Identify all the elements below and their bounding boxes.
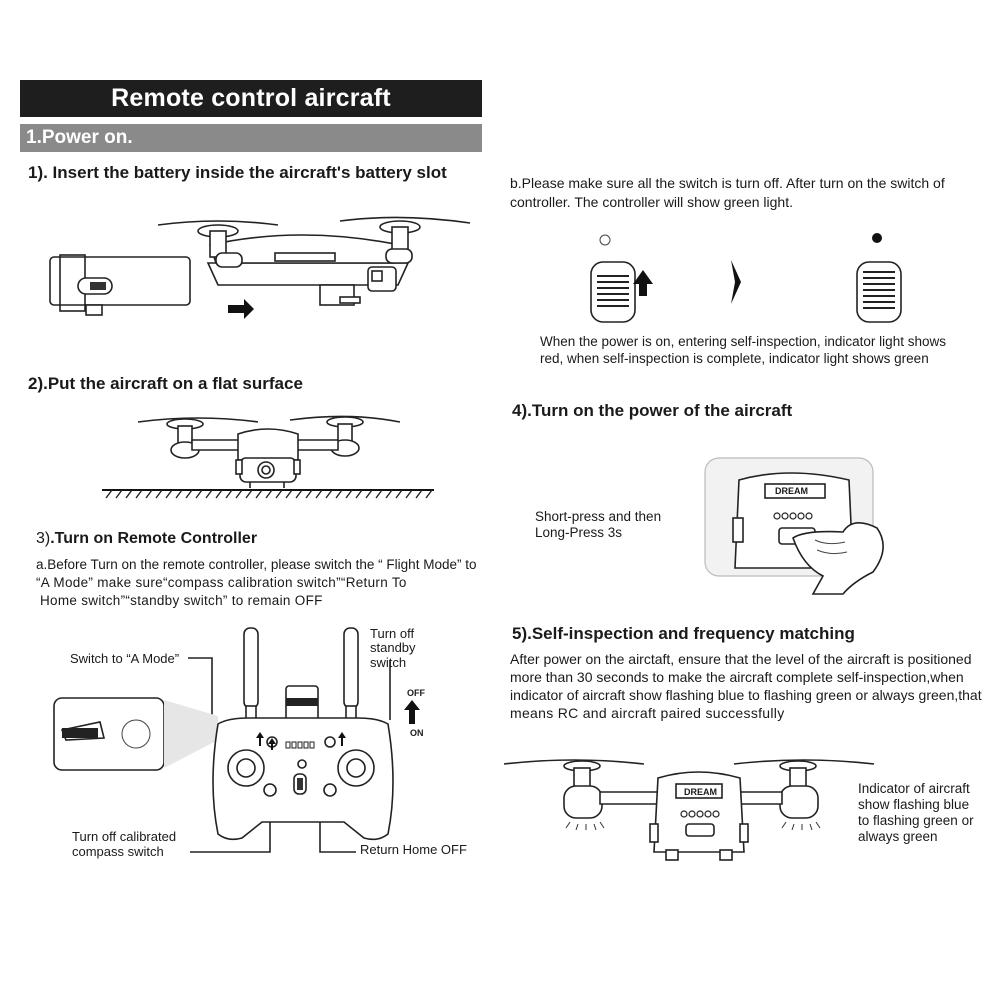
label-on: ON bbox=[410, 728, 424, 738]
indicator-label-line4: always green bbox=[858, 829, 938, 844]
step5-line4: means RC and aircraft paired successfull… bbox=[510, 705, 785, 721]
label-standby-line3: switch bbox=[370, 655, 407, 670]
label-off: OFF bbox=[407, 688, 425, 698]
page-title: Remote control aircraft bbox=[20, 80, 482, 117]
step5-line2: more than 30 seconds to make the aircraf… bbox=[510, 669, 964, 685]
indicator-label-line2: show flashing blue bbox=[858, 797, 970, 812]
controller-switch-illustration bbox=[590, 233, 902, 323]
step2-heading: 2).Put the aircraft on a flat surface bbox=[28, 374, 303, 393]
step4-heading: 4).Turn on the power of the aircraft bbox=[512, 401, 793, 420]
aircraft-indicator-illustration bbox=[503, 759, 875, 861]
step3-para-line1: a.Before Turn on the remote controller, … bbox=[36, 557, 477, 572]
aircraft-brand-label: DREAM bbox=[775, 486, 808, 496]
label-standby-line2: standby bbox=[370, 640, 416, 655]
section-title: 1.Power on. bbox=[20, 124, 482, 152]
flat-surface-illustration bbox=[102, 415, 434, 499]
step4-instruction-line1: Short-press and then bbox=[535, 509, 662, 524]
step-b-line1: b.Please make sure all the switch is tur… bbox=[510, 175, 945, 191]
label-a-mode: Switch to “A Mode” bbox=[70, 651, 180, 666]
step5-line3: indicator of aircraft show flashing blue… bbox=[510, 687, 982, 703]
step4-instruction-line2: Long-Press 3s bbox=[535, 525, 623, 540]
step-b-note-line1: When the power is on, entering self-insp… bbox=[540, 334, 946, 349]
step3-para-line2: “A Mode” make sure“compass calibration s… bbox=[36, 575, 407, 590]
indicator-label-line3: to flashing green or bbox=[858, 813, 974, 828]
step3-para-line3: Home switch”“standby switch” to remain O… bbox=[40, 593, 323, 608]
label-compass-line2: compass switch bbox=[72, 844, 164, 859]
label-return-home: Return Home OFF bbox=[360, 842, 467, 857]
label-compass-line1: Turn off calibrated bbox=[72, 829, 177, 844]
step3-heading: 3).Turn on Remote Controller bbox=[36, 530, 258, 547]
step-b-note-line2: red, when self-inspection is complete, i… bbox=[540, 351, 929, 366]
aircraft-power-button-illustration bbox=[704, 457, 884, 595]
step5-line1: After power on the airctaft, ensure that… bbox=[510, 651, 972, 667]
label-standby-line1: Turn off bbox=[370, 626, 415, 641]
indicator-label-line1: Indicator of aircraft bbox=[858, 781, 970, 796]
aircraft-brand-label-2: DREAM bbox=[684, 787, 717, 797]
battery-insert-illustration bbox=[49, 216, 471, 319]
step5-heading: 5).Self-inspection and frequency matchin… bbox=[512, 624, 855, 643]
step1-heading: 1). Insert the battery inside the aircra… bbox=[28, 163, 447, 182]
step-b-line2: controller. The controller will show gre… bbox=[510, 194, 793, 210]
remote-controller-illustration bbox=[53, 627, 420, 853]
